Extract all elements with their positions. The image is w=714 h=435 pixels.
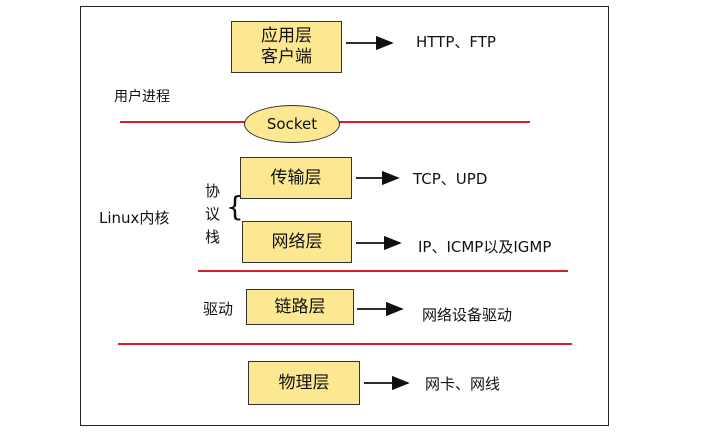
kernel-hardware-separator [118, 343, 572, 345]
network-protocols: IP、ICMP以及IGMP [418, 238, 552, 256]
driver-label: 驱动 [203, 300, 234, 318]
physical-description: 网卡、网线 [425, 375, 501, 393]
network-layer-label: 网络层 [271, 231, 323, 252]
protocol-stack-char: 栈 [205, 228, 221, 246]
socket-ellipse: Socket [244, 105, 340, 143]
link-layer-label: 链路层 [274, 296, 326, 317]
application-protocols: HTTP、FTP [416, 33, 496, 51]
kernel-stack-separator [198, 270, 568, 272]
link-description: 网络设备驱动 [422, 306, 513, 324]
client-label: 客户端 [261, 47, 312, 67]
protocol-stack-brace: { [226, 190, 244, 223]
physical-layer-box: 物理层 [248, 361, 360, 405]
network-layer-box: 网络层 [242, 221, 352, 263]
socket-label: Socket [266, 115, 318, 133]
diagram-frame [80, 6, 609, 426]
transport-protocols: TCP、UPD [413, 170, 488, 188]
transport-layer-label: 传输层 [270, 167, 322, 188]
protocol-stack-label: 协 议 栈 [205, 180, 220, 249]
transport-layer-box: 传输层 [240, 157, 352, 199]
protocol-stack-char: 议 [205, 205, 221, 223]
application-layer-label: 应用层 [261, 26, 312, 46]
protocol-stack-char: 协 [205, 182, 221, 200]
application-layer-box: 应用层 客户端 [231, 21, 342, 73]
linux-kernel-label: Linux内核 [99, 209, 170, 227]
user-process-label: 用户进程 [114, 89, 170, 105]
physical-layer-label: 物理层 [278, 372, 330, 393]
link-layer-box: 链路层 [246, 289, 354, 325]
